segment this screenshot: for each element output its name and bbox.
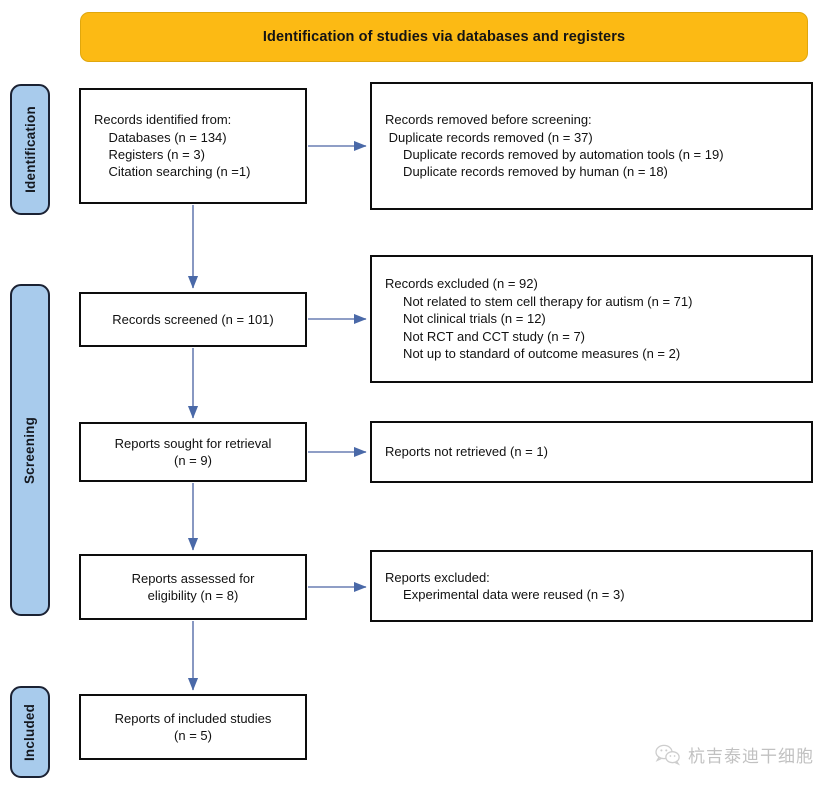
stage-label-screening: Screening (10, 284, 50, 616)
box-records-removed-text: Records removed before screening: Duplic… (385, 112, 724, 180)
box-reports-included-studies: Reports of included studies (n = 5) (79, 694, 307, 760)
stage-label-included: Included (10, 686, 50, 778)
box-reports-excluded: Reports excluded: Experimental data were… (370, 550, 813, 622)
box-records-excluded: Records excluded (n = 92) Not related to… (370, 255, 813, 383)
box-reports-not-retrieved-text: Reports not retrieved (n = 1) (385, 444, 548, 460)
box-records-identified-text: Records identified from: Databases (n = … (94, 112, 251, 180)
diagram-header-banner: Identification of studies via databases … (80, 12, 808, 62)
page-title: Identification of studies via databases … (262, 29, 626, 45)
box-records-removed-before-screening: Records removed before screening: Duplic… (370, 82, 813, 210)
stage-label-included-text: Included (22, 703, 38, 761)
stage-label-identification-text: Identification (22, 106, 38, 193)
box-records-identified: Records identified from: Databases (n = … (79, 88, 307, 204)
watermark: 杭吉泰迪干细胞 (655, 742, 814, 767)
box-records-screened: Records screened (n = 101) (79, 292, 307, 347)
stage-label-screening-text: Screening (22, 416, 38, 484)
wechat-icon (655, 744, 681, 766)
box-reports-not-retrieved: Reports not retrieved (n = 1) (370, 421, 813, 483)
box-reports-assessed-eligibility: Reports assessed for eligibility (n = 8) (79, 554, 307, 620)
box-records-screened-text: Records screened (n = 101) (112, 311, 274, 327)
box-reports-assessed-text: Reports assessed for eligibility (n = 8) (131, 570, 255, 603)
box-reports-sought-text: Reports sought for retrieval (n = 9) (114, 435, 272, 468)
box-reports-excluded-text: Reports excluded: Experimental data were… (385, 569, 625, 602)
watermark-text: 杭吉泰迪干细胞 (688, 747, 814, 767)
box-reports-sought-for-retrieval: Reports sought for retrieval (n = 9) (79, 422, 307, 482)
box-reports-included-text: Reports of included studies (n = 5) (114, 710, 272, 743)
stage-label-identification: Identification (10, 84, 50, 215)
box-records-excluded-text: Records excluded (n = 92) Not related to… (385, 276, 693, 362)
